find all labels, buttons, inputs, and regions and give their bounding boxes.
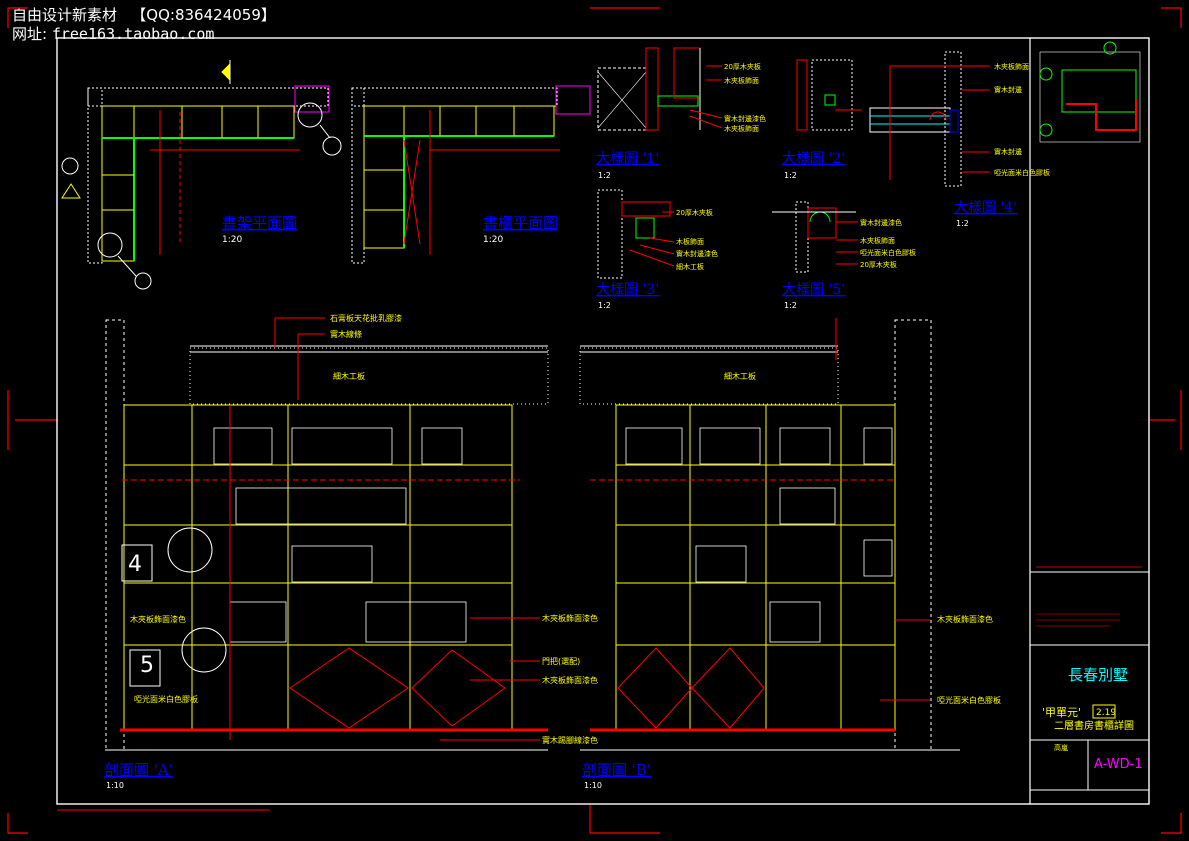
callout-4: 4 <box>128 552 142 577</box>
detail-3-title: 大樣圖 '3' <box>596 281 659 298</box>
middle-note: 木夾板飾面漆色 <box>542 675 598 685</box>
title-block <box>1030 41 1149 791</box>
detail-5-notes: 實木封邊漆色 木夾板飾面 啞光面米白色膠板 20厚木夾板 <box>860 218 916 269</box>
detail-3-note: 木板飾面 <box>676 237 704 246</box>
url-label: 网址: <box>12 25 48 43</box>
detail-5-note: 20厚木夾板 <box>860 260 897 269</box>
middle-note: 實木踢腳線漆色 <box>542 735 598 745</box>
detail-5-note: 實木封邊漆色 <box>860 218 902 227</box>
detail-3-note: 細木工板 <box>676 262 704 271</box>
unit-code-label: '甲單元' <box>1042 706 1081 719</box>
detail-5-drawing[interactable] <box>772 201 858 273</box>
detail-2-title: 大樣圖 '2' <box>782 150 845 167</box>
detail-1-notes: 20厚木夾板 木夾板飾面 實木封邊漆色 木夾板飾面 <box>724 62 766 133</box>
detail-3-note: 實木封邊漆色 <box>676 249 718 258</box>
elevation-b-drawing[interactable] <box>579 318 932 751</box>
elevation-b-title: 剖面圖 'B' <box>582 761 651 779</box>
detail-5-note: 木夾板飾面 <box>860 236 895 245</box>
detail-3-notes: 20厚木夾板 木板飾面 實木封邊漆色 細木工板 <box>676 208 718 271</box>
detail-2-scale: 1:2 <box>784 171 797 180</box>
plan2-title: 書櫃平面圖 <box>483 214 558 232</box>
elevation-a-drawing[interactable] <box>105 317 549 751</box>
middle-note: 木夾板飾面漆色 <box>542 613 598 623</box>
drawing-number: A-WD-1 <box>1094 757 1143 772</box>
detail-5-note: 啞光面米白色膠板 <box>860 248 916 257</box>
detail-1-note: 20厚木夾板 <box>724 62 761 71</box>
detail-4-scale: 1:2 <box>956 219 969 228</box>
detail-1-scale: 1:2 <box>598 171 611 180</box>
detail-3-drawing[interactable] <box>597 189 675 279</box>
elevation-a-title: 剖面圖 'A' <box>104 761 173 779</box>
unit-code-value: 2.19 <box>1096 708 1116 718</box>
drawing-frame <box>56 37 1150 805</box>
author-name: 高嵐 <box>1054 743 1068 752</box>
top-note-1: 石膏板天花批乳膠漆 <box>330 313 402 323</box>
bookshelf-plan-1[interactable] <box>61 60 342 290</box>
detail-1-note: 實木封邊漆色 <box>724 114 766 123</box>
top-note-2: 實木線條 <box>330 329 362 339</box>
elev-a-left-note-1: 木夾板飾面漆色 <box>130 614 186 624</box>
detail-1-note: 木夾板飾面 <box>724 124 759 133</box>
elevation-a-scale: 1:10 <box>106 781 124 790</box>
detail-2-drawing[interactable] <box>796 59 862 131</box>
elev-b-right-note-2: 啞光面米白色膠板 <box>937 695 1001 705</box>
detail-4-title: 大樣圖 '4' <box>954 199 1017 216</box>
sheet-trim-marks <box>7 7 1182 834</box>
detail-5-scale: 1:2 <box>784 301 797 310</box>
middle-notes: 木夾板飾面漆色 門把(選配) 木夾板飾面漆色 實木踢腳線漆色 <box>542 613 598 745</box>
unit-code-box <box>1092 704 1116 719</box>
elevation-b-scale: 1:10 <box>584 781 602 790</box>
bookcase-plan-2[interactable] <box>351 85 591 264</box>
detail-3-scale: 1:2 <box>598 301 611 310</box>
ceiling-label-a: 細木工板 <box>333 371 365 381</box>
detail-4-note: 木夾板飾面 <box>994 62 1029 71</box>
detail-4-note: 實木封邊 <box>994 85 1022 94</box>
detail-1-title: 大樣圖 '1' <box>596 150 659 167</box>
detail-1-drawing[interactable] <box>597 47 723 131</box>
detail-4-note: 啞光面米白色膠板 <box>994 168 1050 177</box>
detail-4-note: 實木封邊 <box>994 147 1022 156</box>
plan2-scale: 1:20 <box>483 235 503 245</box>
elev-a-left-note-2: 啞光面米白色膠板 <box>134 694 198 704</box>
ceiling-label-b: 細木工板 <box>724 371 756 381</box>
detail-1-note: 木夾板飾面 <box>724 76 759 85</box>
detail-4-notes: 木夾板飾面 實木封邊 實木封邊 啞光面米白色膠板 <box>994 62 1050 177</box>
plan1-title: 書架平面圖 <box>222 214 297 232</box>
plan1-scale: 1:20 <box>222 235 242 245</box>
detail-3-note: 20厚木夾板 <box>676 208 713 217</box>
drawing-name: 二層書房書櫃詳圖 <box>1054 719 1134 732</box>
project-name: 長春別墅 <box>1068 666 1128 684</box>
elev-b-right-note-1: 木夾板飾面漆色 <box>937 614 993 624</box>
middle-note: 門把(選配) <box>542 656 580 666</box>
detail-5-title: 大樣圖 '5' <box>782 281 845 298</box>
callout-5: 5 <box>140 653 154 678</box>
watermark-line-1: 自由设计新素材 【QQ:836424059】 <box>12 6 276 24</box>
detail-4-drawing[interactable] <box>869 51 990 187</box>
